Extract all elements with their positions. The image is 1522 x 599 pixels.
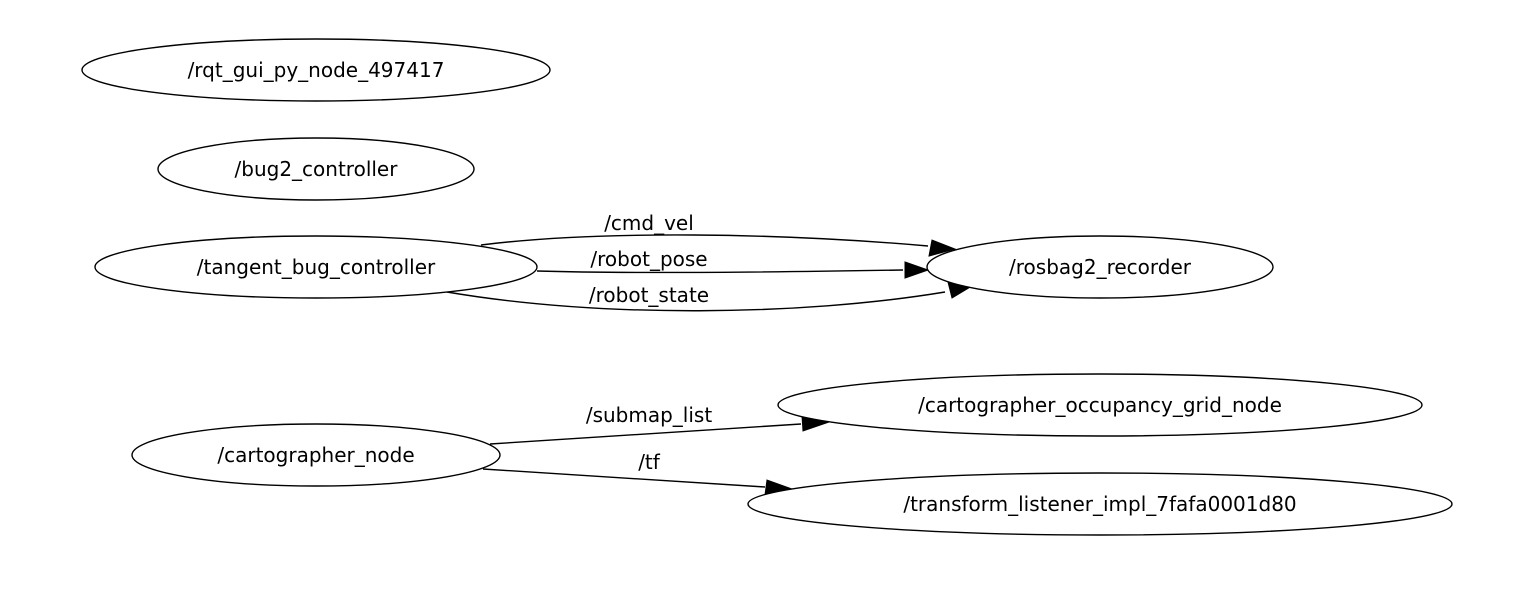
node-ellipse	[81, 38, 551, 102]
node-ellipse	[747, 472, 1453, 536]
edge-line	[482, 468, 766, 488]
arrow-head-icon	[928, 239, 957, 257]
node-rosbag2-recorder[interactable]: /rosbag2_recorder	[926, 235, 1274, 299]
node-ellipse	[131, 423, 501, 487]
node-rqt-gui-py-node[interactable]: /rqt_gui_py_node_497417	[81, 38, 551, 102]
node-ellipse	[157, 137, 475, 201]
arrow-head-icon	[904, 261, 930, 279]
node-label: /cartographer_node	[217, 443, 414, 467]
node-ellipse	[777, 373, 1423, 437]
node-bug2-controller[interactable]: /bug2_controller	[157, 137, 475, 201]
edge-label: /robot_state	[589, 283, 709, 307]
edge-label: /robot_pose	[590, 247, 707, 271]
node-label: /bug2_controller	[235, 157, 399, 181]
edge-submap-list[interactable]: /submap_list	[489, 403, 831, 445]
node-cartographer-node[interactable]: /cartographer_node	[131, 423, 501, 487]
node-cartographer-occupancy-grid-node[interactable]: /cartographer_occupancy_grid_node	[777, 373, 1423, 437]
edge-cmd-vel[interactable]: /cmd_vel	[480, 211, 957, 257]
node-label: /rqt_gui_py_node_497417	[188, 58, 445, 82]
edge-robot-pose[interactable]: /robot_pose	[536, 247, 930, 279]
node-ellipse	[926, 235, 1274, 299]
node-label: /transform_listener_impl_7fafa0001d80	[903, 492, 1296, 516]
edge-tf[interactable]: /tf	[482, 450, 794, 496]
edge-label: /tf	[638, 450, 661, 474]
node-label: /cartographer_occupancy_grid_node	[918, 393, 1282, 417]
node-tangent-bug-controller[interactable]: /tangent_bug_controller	[94, 235, 538, 299]
edge-line	[489, 423, 802, 445]
edge-label: /submap_list	[586, 403, 712, 427]
edge-robot-state[interactable]: /robot_state	[446, 281, 974, 312]
node-transform-listener-impl[interactable]: /transform_listener_impl_7fafa0001d80	[747, 472, 1453, 536]
node-ellipse	[94, 235, 538, 299]
edge-label: /cmd_vel	[604, 211, 694, 235]
edge-line	[446, 291, 946, 312]
edge-line	[480, 234, 929, 247]
node-label: /tangent_bug_controller	[197, 255, 436, 279]
node-label: /rosbag2_recorder	[1009, 255, 1192, 279]
edge-line	[536, 269, 904, 274]
